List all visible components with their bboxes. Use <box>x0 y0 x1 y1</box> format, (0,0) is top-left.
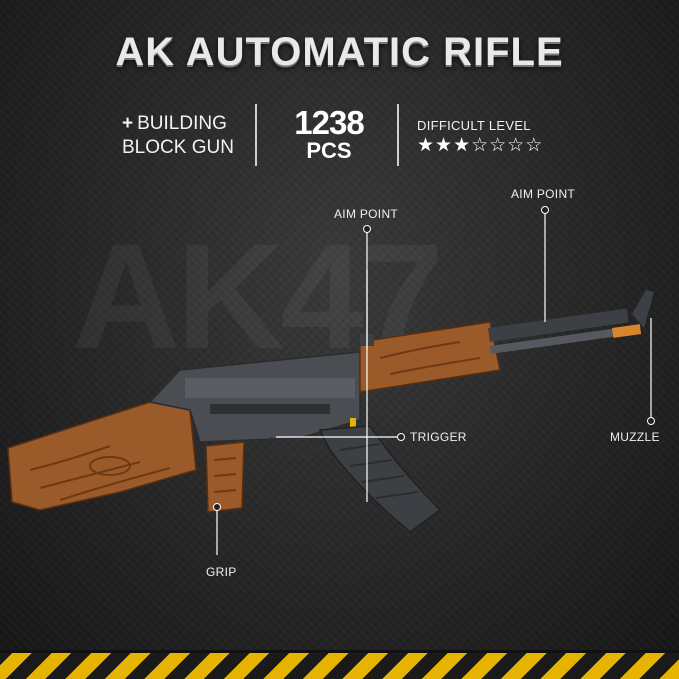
callout-trigger: TRIGGER <box>410 430 467 444</box>
hazard-stripe <box>0 650 679 679</box>
difficulty-stars-icon: ★★★☆☆☆☆ <box>417 135 544 156</box>
divider-left <box>255 104 257 166</box>
callout-aim-point-left: AIM POINT <box>334 207 399 221</box>
callout-muzzle: MUZZLE <box>610 430 660 444</box>
difficulty-block: DIFFICULT LEVEL ★★★☆☆☆☆ <box>417 118 543 157</box>
front-sight <box>632 290 654 328</box>
piece-count: 1238 <box>294 104 364 141</box>
aim-point-right-marker-icon <box>541 206 549 214</box>
grip-marker-icon <box>213 503 221 511</box>
divider-right <box>397 104 399 166</box>
piece-unit: PCS <box>306 138 352 163</box>
product-type: +BUILDING BLOCK GUN <box>122 112 234 160</box>
plus-icon: + <box>122 113 134 134</box>
gas-tube <box>487 308 629 342</box>
difficulty-label: DIFFICULT LEVEL <box>417 118 531 133</box>
rifle-illustration <box>7 270 654 533</box>
muzzle-marker-icon <box>647 417 655 425</box>
handguard <box>359 321 501 393</box>
piece-count-block: 1238 PCS <box>292 106 366 162</box>
callout-grip: GRIP <box>206 565 237 579</box>
barrel <box>490 327 620 354</box>
type-line-2: BLOCK GUN <box>122 137 234 158</box>
callout-aim-point-right: AIM POINT <box>511 187 576 201</box>
info-row: +BUILDING BLOCK GUN 1238 PCS DIFFICULT L… <box>0 104 679 166</box>
trigger-guard <box>268 437 322 459</box>
page-title: AK AUTOMATIC RIFLE <box>115 30 564 74</box>
aim-point-left-marker-icon <box>363 225 371 233</box>
type-line-1: BUILDING <box>137 113 227 134</box>
trigger-marker-icon <box>397 433 405 441</box>
muzzle-tip <box>612 324 642 338</box>
